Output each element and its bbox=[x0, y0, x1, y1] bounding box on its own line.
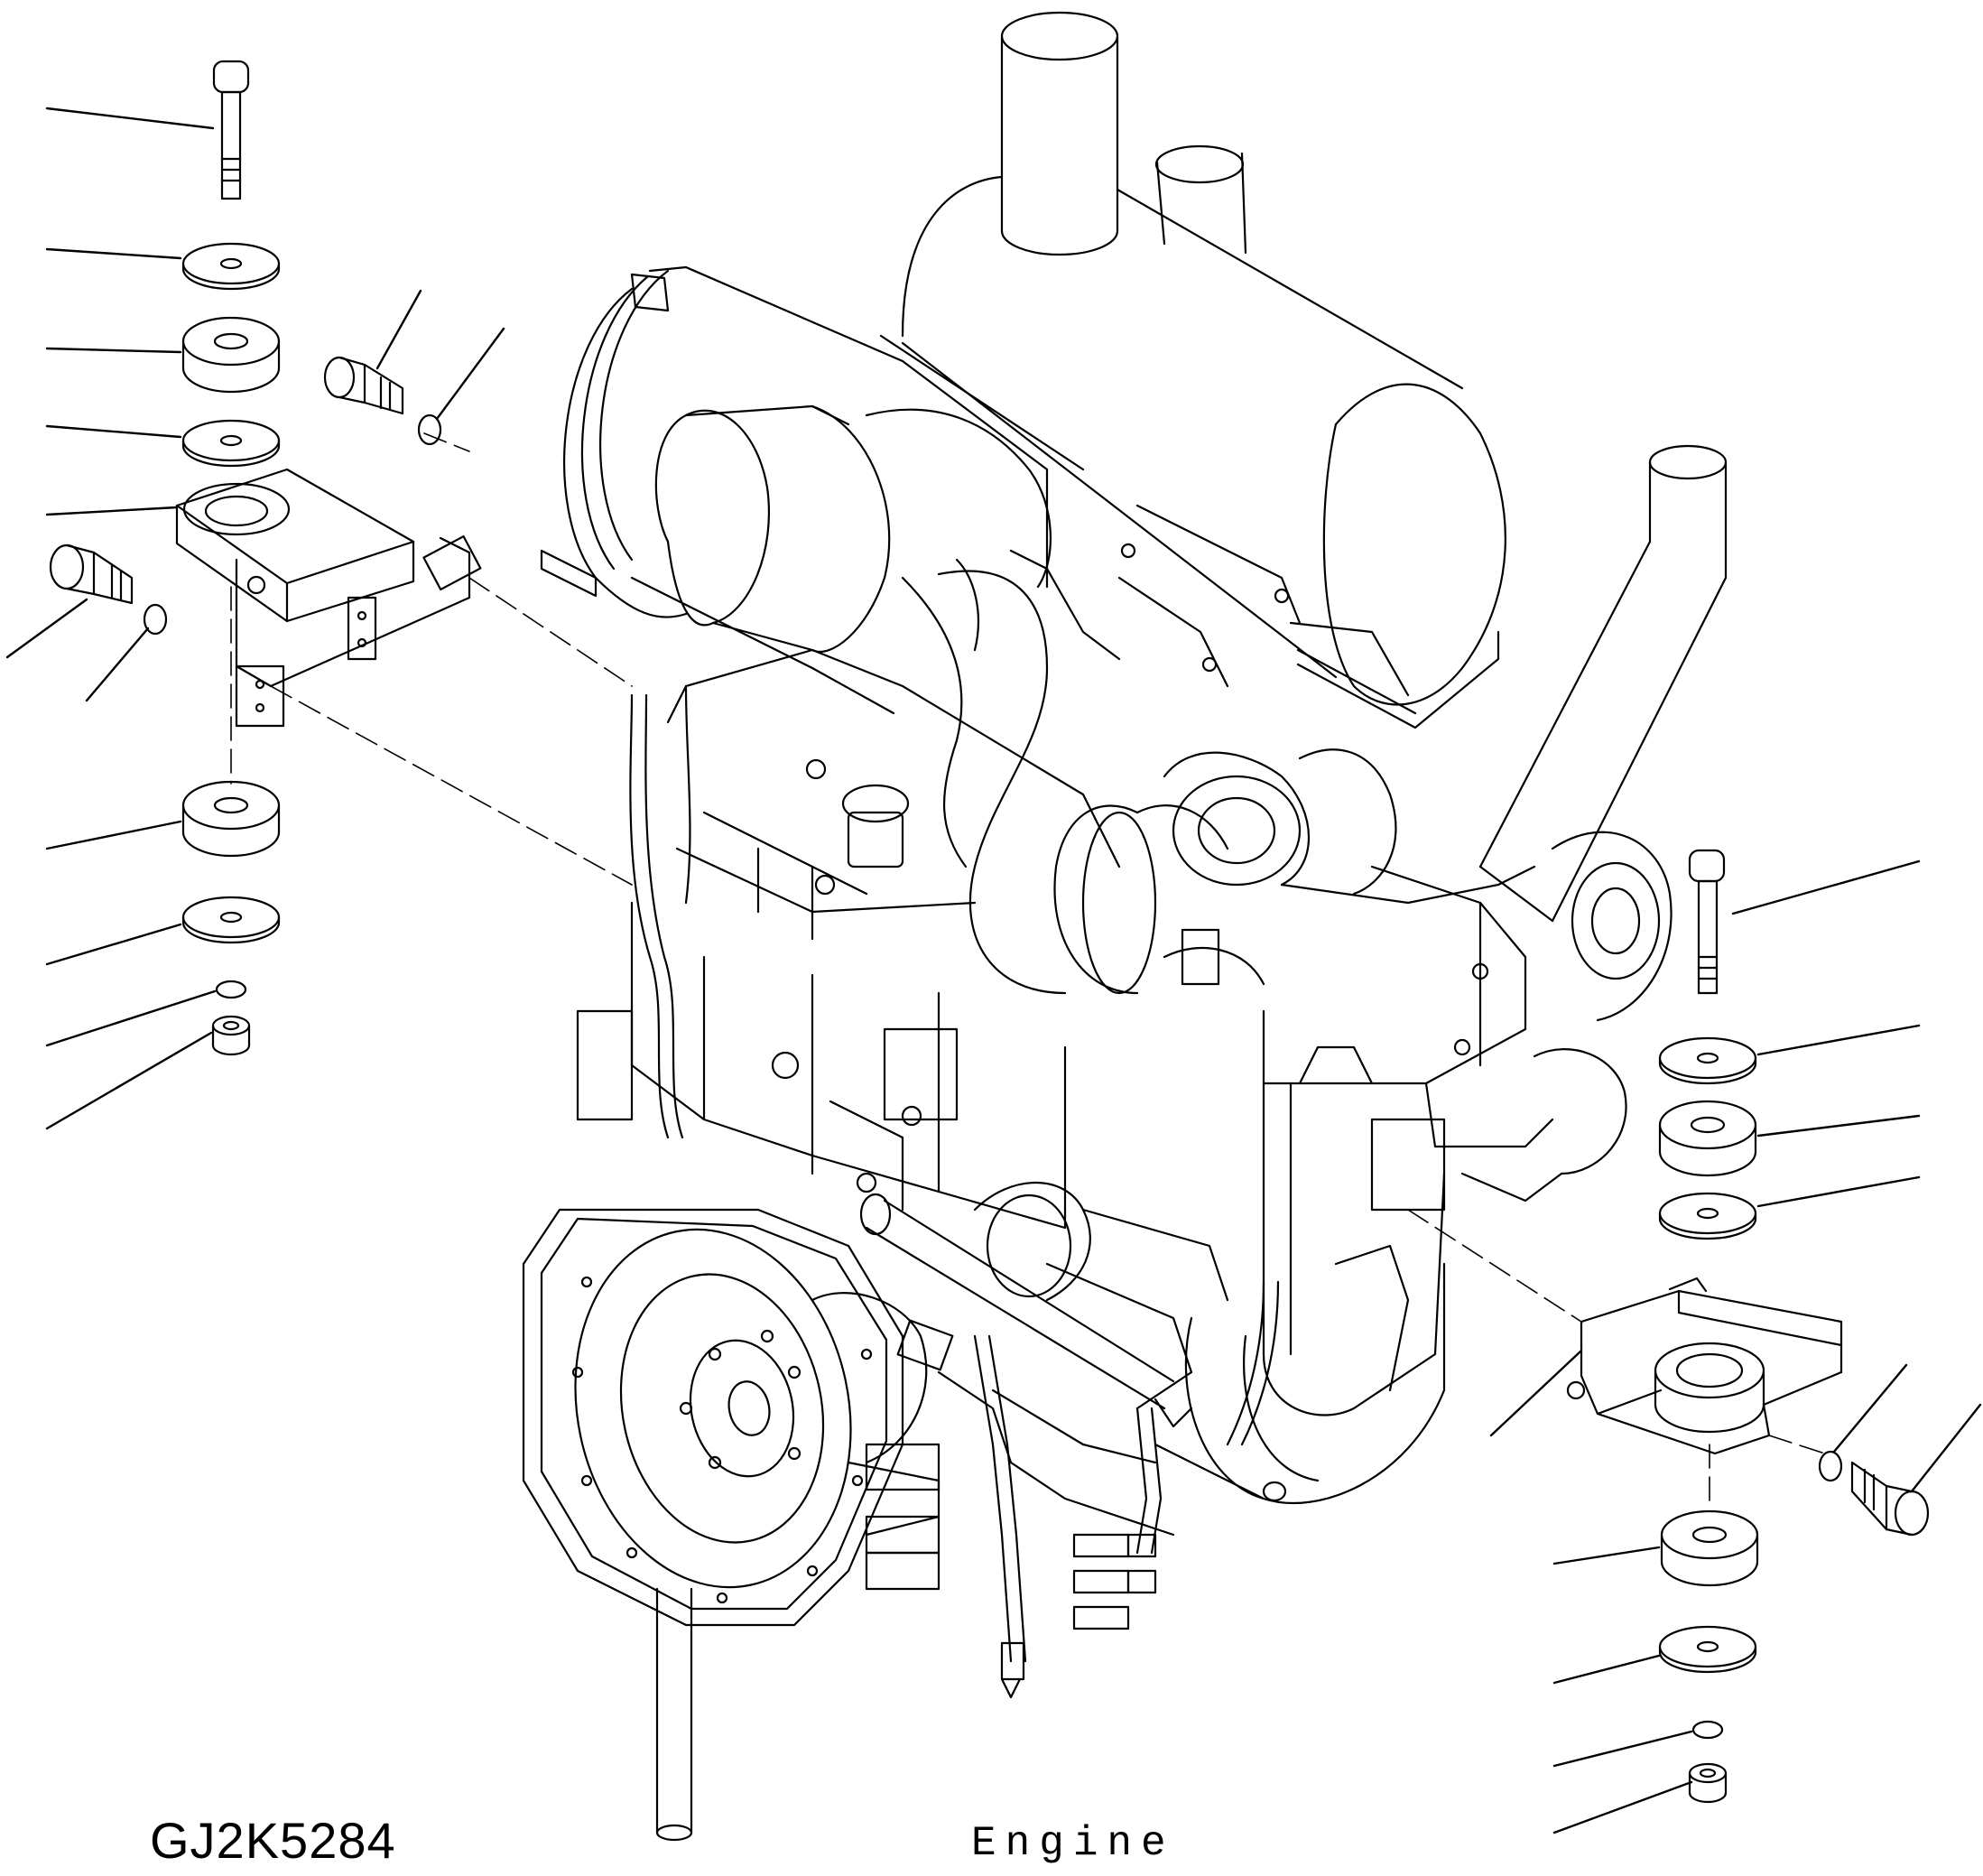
exhaust-pipe bbox=[1478, 444, 1728, 923]
right-mount-stack bbox=[1566, 849, 1930, 1804]
left-nut bbox=[211, 1015, 251, 1056]
cylinder-head bbox=[666, 504, 1410, 941]
left-long-bolt bbox=[212, 60, 250, 200]
dipstick-tube bbox=[655, 1587, 693, 1842]
right-leader-lines bbox=[1489, 859, 1982, 1834]
left-mount-stack bbox=[49, 60, 482, 1056]
right-rubber-cushion-top bbox=[1658, 1100, 1757, 1177]
exhaust-manifold bbox=[1262, 865, 1554, 1148]
left-rubber-cushion-top bbox=[181, 316, 281, 394]
left-flat-washer-top bbox=[181, 242, 281, 291]
diagram-title: Engine bbox=[971, 1820, 1175, 1867]
right-flat-washer-bottom bbox=[1658, 1625, 1757, 1674]
flywheel-housing bbox=[522, 1208, 904, 1627]
left-side-washer bbox=[143, 603, 168, 636]
engine-assembly bbox=[522, 11, 1728, 1842]
left-leader-lines bbox=[5, 107, 505, 1130]
starter-motor bbox=[973, 1182, 1229, 1410]
cross-pipe bbox=[859, 1193, 1193, 1428]
left-flat-washer-bottom bbox=[181, 896, 281, 944]
muffler-drum bbox=[879, 175, 1506, 729]
air-cleaner bbox=[540, 265, 1052, 715]
right-spring-washer bbox=[1691, 1720, 1724, 1740]
front-mount-block bbox=[811, 1292, 954, 1591]
right-flat-washer-top bbox=[1658, 1036, 1757, 1085]
intake-hose bbox=[901, 558, 1229, 995]
wiring-harness bbox=[629, 684, 1280, 1699]
left-flat-washer-mid bbox=[181, 419, 281, 468]
left-spring-washer bbox=[215, 980, 247, 999]
engine-block bbox=[576, 901, 1067, 1230]
turbocharger bbox=[1163, 748, 1536, 986]
right-long-bolt bbox=[1688, 849, 1726, 995]
harness-clamps bbox=[1072, 1533, 1157, 1630]
right-side-bolt bbox=[1850, 1461, 1930, 1537]
left-rubber-cushion-bottom bbox=[181, 780, 281, 858]
left-upper-bolt bbox=[323, 356, 404, 415]
right-flat-washer-mid bbox=[1658, 1192, 1757, 1240]
right-mount-bracket bbox=[1566, 1277, 1843, 1455]
right-side-washer bbox=[1818, 1450, 1843, 1482]
drawing-code-label: GJ2K5284 bbox=[150, 1812, 396, 1869]
left-upper-washer bbox=[417, 413, 442, 446]
left-side-bolt bbox=[49, 543, 134, 605]
alternator bbox=[1460, 831, 1673, 1203]
right-rubber-cushion-bottom bbox=[1660, 1509, 1759, 1587]
exhaust-stack bbox=[1000, 11, 1247, 256]
left-mount-bracket bbox=[175, 468, 482, 728]
oil-pan bbox=[1154, 1045, 1446, 1505]
right-nut bbox=[1688, 1762, 1728, 1804]
engine-rails bbox=[937, 1370, 1175, 1537]
